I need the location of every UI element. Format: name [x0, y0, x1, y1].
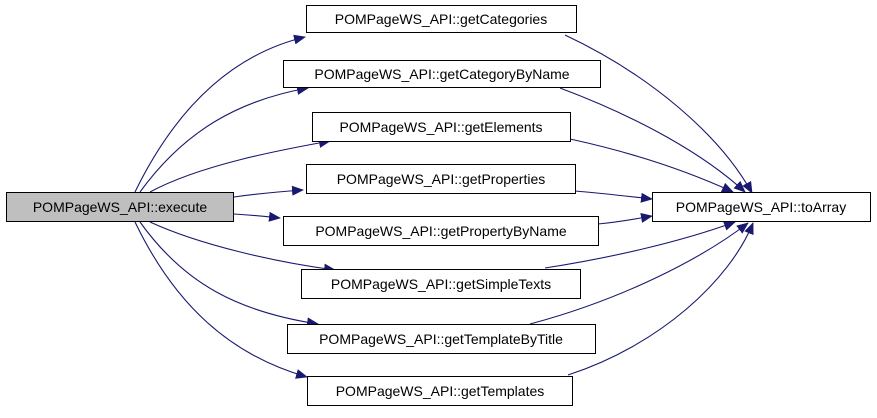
- node-getsimpletexts-label: POMPageWS_API::getSimpleTexts: [331, 276, 551, 292]
- edge-execute-getsimpletexts: [149, 221, 336, 274]
- edge-getcategories-toarray: [564, 34, 753, 194]
- node-getcategories[interactable]: POMPageWS_API::getCategories: [306, 5, 577, 33]
- node-execute-label: POMPageWS_API::execute: [33, 199, 208, 215]
- node-gettemplates-label: POMPageWS_API::getTemplates: [336, 383, 545, 399]
- edge-execute-getelements: [149, 138, 331, 193]
- node-getcategorybyname[interactable]: POMPageWS_API::getCategoryByName: [283, 60, 601, 88]
- node-gettemplatebytitle[interactable]: POMPageWS_API::getTemplateByTitle: [287, 324, 596, 354]
- edge-gettemplates-toarray: [567, 222, 754, 376]
- edge-execute-getcategories: [134, 34, 306, 193]
- edge-execute-gettemplates: [134, 221, 308, 379]
- edge-getcategorybyname-toarray: [559, 87, 746, 193]
- edge-execute-getproperties: [233, 185, 304, 198]
- node-getpropertybyname-label: POMPageWS_API::getPropertyByName: [315, 223, 567, 239]
- node-toarray[interactable]: POMPageWS_API::toArray: [652, 192, 871, 222]
- edge-execute-getcategorybyname: [139, 84, 309, 193]
- node-execute[interactable]: POMPageWS_API::execute: [6, 192, 234, 222]
- node-toarray-label: POMPageWS_API::toArray: [676, 199, 846, 215]
- edge-execute-gettemplatebytitle: [139, 221, 319, 328]
- node-getsimpletexts[interactable]: POMPageWS_API::getSimpleTexts: [301, 269, 581, 299]
- node-getproperties-label: POMPageWS_API::getProperties: [337, 171, 546, 187]
- node-gettemplates[interactable]: POMPageWS_API::getTemplates: [307, 376, 573, 406]
- edge-getelements-toarray: [569, 138, 734, 193]
- edge-getpropertybyname-toarray: [597, 212, 653, 225]
- edge-getsimpletexts-toarray: [544, 221, 736, 269]
- node-getelements[interactable]: POMPageWS_API::getElements: [312, 112, 571, 142]
- node-gettemplatebytitle-label: POMPageWS_API::getTemplateByTitle: [319, 331, 563, 347]
- node-getelements-label: POMPageWS_API::getElements: [339, 119, 542, 135]
- node-getpropertybyname[interactable]: POMPageWS_API::getPropertyByName: [283, 216, 599, 246]
- node-getproperties[interactable]: POMPageWS_API::getProperties: [306, 164, 576, 194]
- edge-execute-getpropertybyname: [233, 211, 281, 222]
- node-getcategories-label: POMPageWS_API::getCategories: [335, 11, 547, 27]
- node-getcategorybyname-label: POMPageWS_API::getCategoryByName: [314, 66, 569, 82]
- edge-gettemplatebytitle-toarray: [529, 222, 749, 325]
- edge-getproperties-toarray: [574, 190, 653, 203]
